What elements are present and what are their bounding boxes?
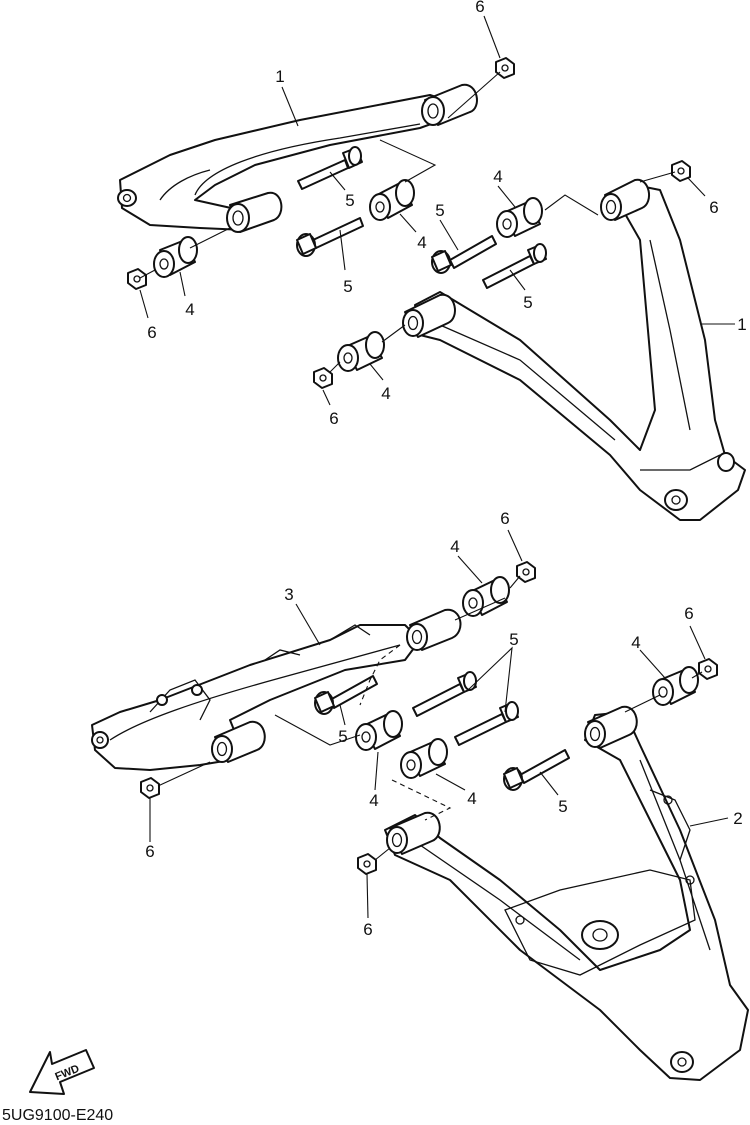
nut <box>671 160 691 182</box>
callout-bolt: 5 <box>338 727 347 746</box>
lower-arm <box>384 705 749 1081</box>
bolt <box>503 749 570 791</box>
callout-bolt: 5 <box>558 797 567 816</box>
callout-nut: 6 <box>684 604 693 623</box>
bolt <box>296 217 364 257</box>
nut <box>357 853 377 875</box>
bushing <box>652 666 699 706</box>
callouts: 1 1 2 3 4 4 4 4 4 4 4 4 5 5 5 5 5 <box>139 0 747 939</box>
nut <box>140 777 160 799</box>
callout-bushing: 4 <box>493 167 502 186</box>
callout-bolt: 5 <box>523 293 532 312</box>
nut <box>495 57 515 79</box>
bolt <box>454 701 519 746</box>
nut <box>698 658 718 680</box>
callout-bolt: 5 <box>435 201 444 220</box>
drawing-code: 5UG9100-E240 <box>2 1107 113 1124</box>
upper-arm-left <box>117 83 478 233</box>
bushing <box>400 738 448 779</box>
callout-bushing: 4 <box>467 789 476 808</box>
bushing <box>337 331 385 372</box>
callout-bushing: 4 <box>369 791 378 810</box>
bolt <box>431 235 497 274</box>
callout-bushing: 4 <box>381 384 390 403</box>
callout-nut: 6 <box>709 198 718 217</box>
callout-nut: 6 <box>363 920 372 939</box>
nut <box>127 268 147 290</box>
bolt <box>314 675 378 715</box>
upper-arm-right <box>402 178 746 521</box>
callout-nut: 6 <box>475 0 484 16</box>
callout-bushing: 4 <box>631 633 640 652</box>
callout-bolt: 5 <box>345 191 354 210</box>
bushing <box>153 236 198 278</box>
callout-nut: 6 <box>147 323 156 342</box>
callout-bolt: 5 <box>343 277 352 296</box>
callout-upper-arm-right: 1 <box>737 315 746 334</box>
nut <box>313 367 333 389</box>
callout-nut: 6 <box>329 409 338 428</box>
assembly-lines <box>139 71 703 861</box>
callout-nut: 6 <box>145 842 154 861</box>
stabilizer-arm <box>91 608 462 771</box>
bolt <box>297 146 363 190</box>
callout-lower-arm: 2 <box>733 809 742 828</box>
bolt <box>412 671 477 717</box>
callout-nut: 6 <box>500 509 509 528</box>
callout-stabilizer-arm: 3 <box>284 585 293 604</box>
forward-direction-arrow: FWD <box>29 1049 95 1095</box>
callout-bushing: 4 <box>185 300 194 319</box>
callout-upper-arm-left: 1 <box>275 67 284 86</box>
bushing <box>496 197 543 238</box>
bushing <box>355 710 403 751</box>
bushing <box>462 576 510 617</box>
callout-bushing: 4 <box>417 233 426 252</box>
bushing <box>369 179 415 221</box>
nut <box>516 561 536 583</box>
bolt <box>482 243 547 289</box>
callout-bushing: 4 <box>450 537 459 556</box>
callout-bolt: 5 <box>509 630 518 649</box>
